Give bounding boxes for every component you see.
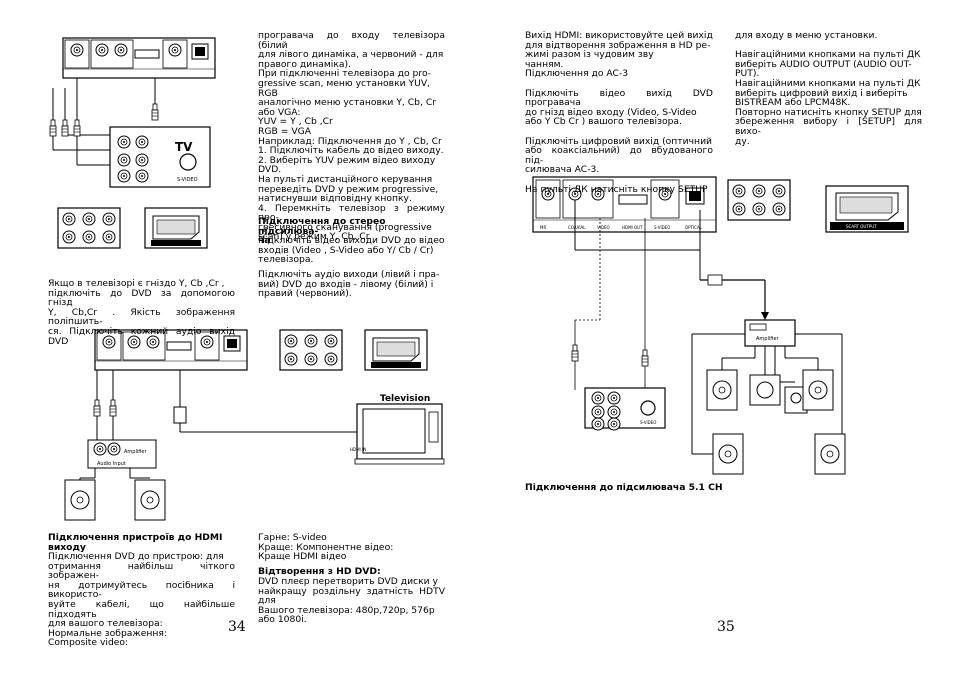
ycbcr-note-text: Якщо в телевізорі є гніздо Y, Cb ,Cr , п… [48,278,235,347]
page-number-left: 34 [228,619,246,635]
hdmi-ac3-text: Вихід HDMI: використовуйте цей вихід для… [525,30,713,195]
video-quality-text: Гарне: S-video Краще: Компонентне відео:… [258,532,394,563]
optical-label: OPTICAL [685,225,703,230]
s-video-label: S-VIDEO [654,225,670,230]
audio-input-label: Audio Input [97,461,126,467]
amplifier-label: Amplifier [124,449,147,455]
television-label: Television [380,394,430,404]
hdmi-out-label: HDMI OUT [622,225,643,230]
page-number-right: 35 [717,619,735,635]
svideo-label: S-VIDEO [177,177,198,183]
tv-label: TV [175,140,193,154]
stereo-amplifier-heading: Підключення до стерео підсилюва- ча [258,216,386,247]
stereo-amplifier-audio-text: Підключіть аудіо виходи (лівий і пра- ви… [258,269,440,300]
progressive-scan-text: програвача до входу телевізора (білий дл… [258,30,445,243]
diagram-tv-ycbcr: TV S-VIDEO [49,38,215,249]
television-illustration: Television HDMI IN [350,394,445,465]
video-label: VIDEO [597,225,610,230]
stereo-amplifier-video-text: Підключіть відео виходи DVD до відео вхо… [258,235,445,266]
svg-text:MR: MR [540,225,546,230]
hdmi-output-heading: Підключення пристроїв до HDMI виходу [48,532,223,553]
diagram-stereo-amplifier: Amplifier Audio Input Television HDMI IN [64,329,445,521]
hd-dvd-heading: Відтворення з HD DVD: [258,566,381,577]
amp51-amplifier-label: Amplifier [756,336,779,342]
coaxial-label: COAXIAL [568,225,586,230]
svg-text:S-VIDEO: S-VIDEO [640,420,656,425]
audio-output-setup-text: для входу в меню установки. Навігаційним… [735,30,922,147]
hdmi-in-label: HDMI IN [350,447,366,452]
hdmi-output-text: Підключення DVD до пристрою: для отриман… [48,551,235,649]
hd-dvd-text: DVD плеєр перетворить DVD диски у найкра… [258,576,445,626]
diagram-51ch-amplifier: MR COAXIAL VIDEO HDMI OUT S-VIDEO OPTICA… [532,176,909,475]
scart-output-label: SCART OUTPUT [846,224,877,229]
amp51-caption: Підключення до підсилювача 5.1 CH [525,482,723,493]
